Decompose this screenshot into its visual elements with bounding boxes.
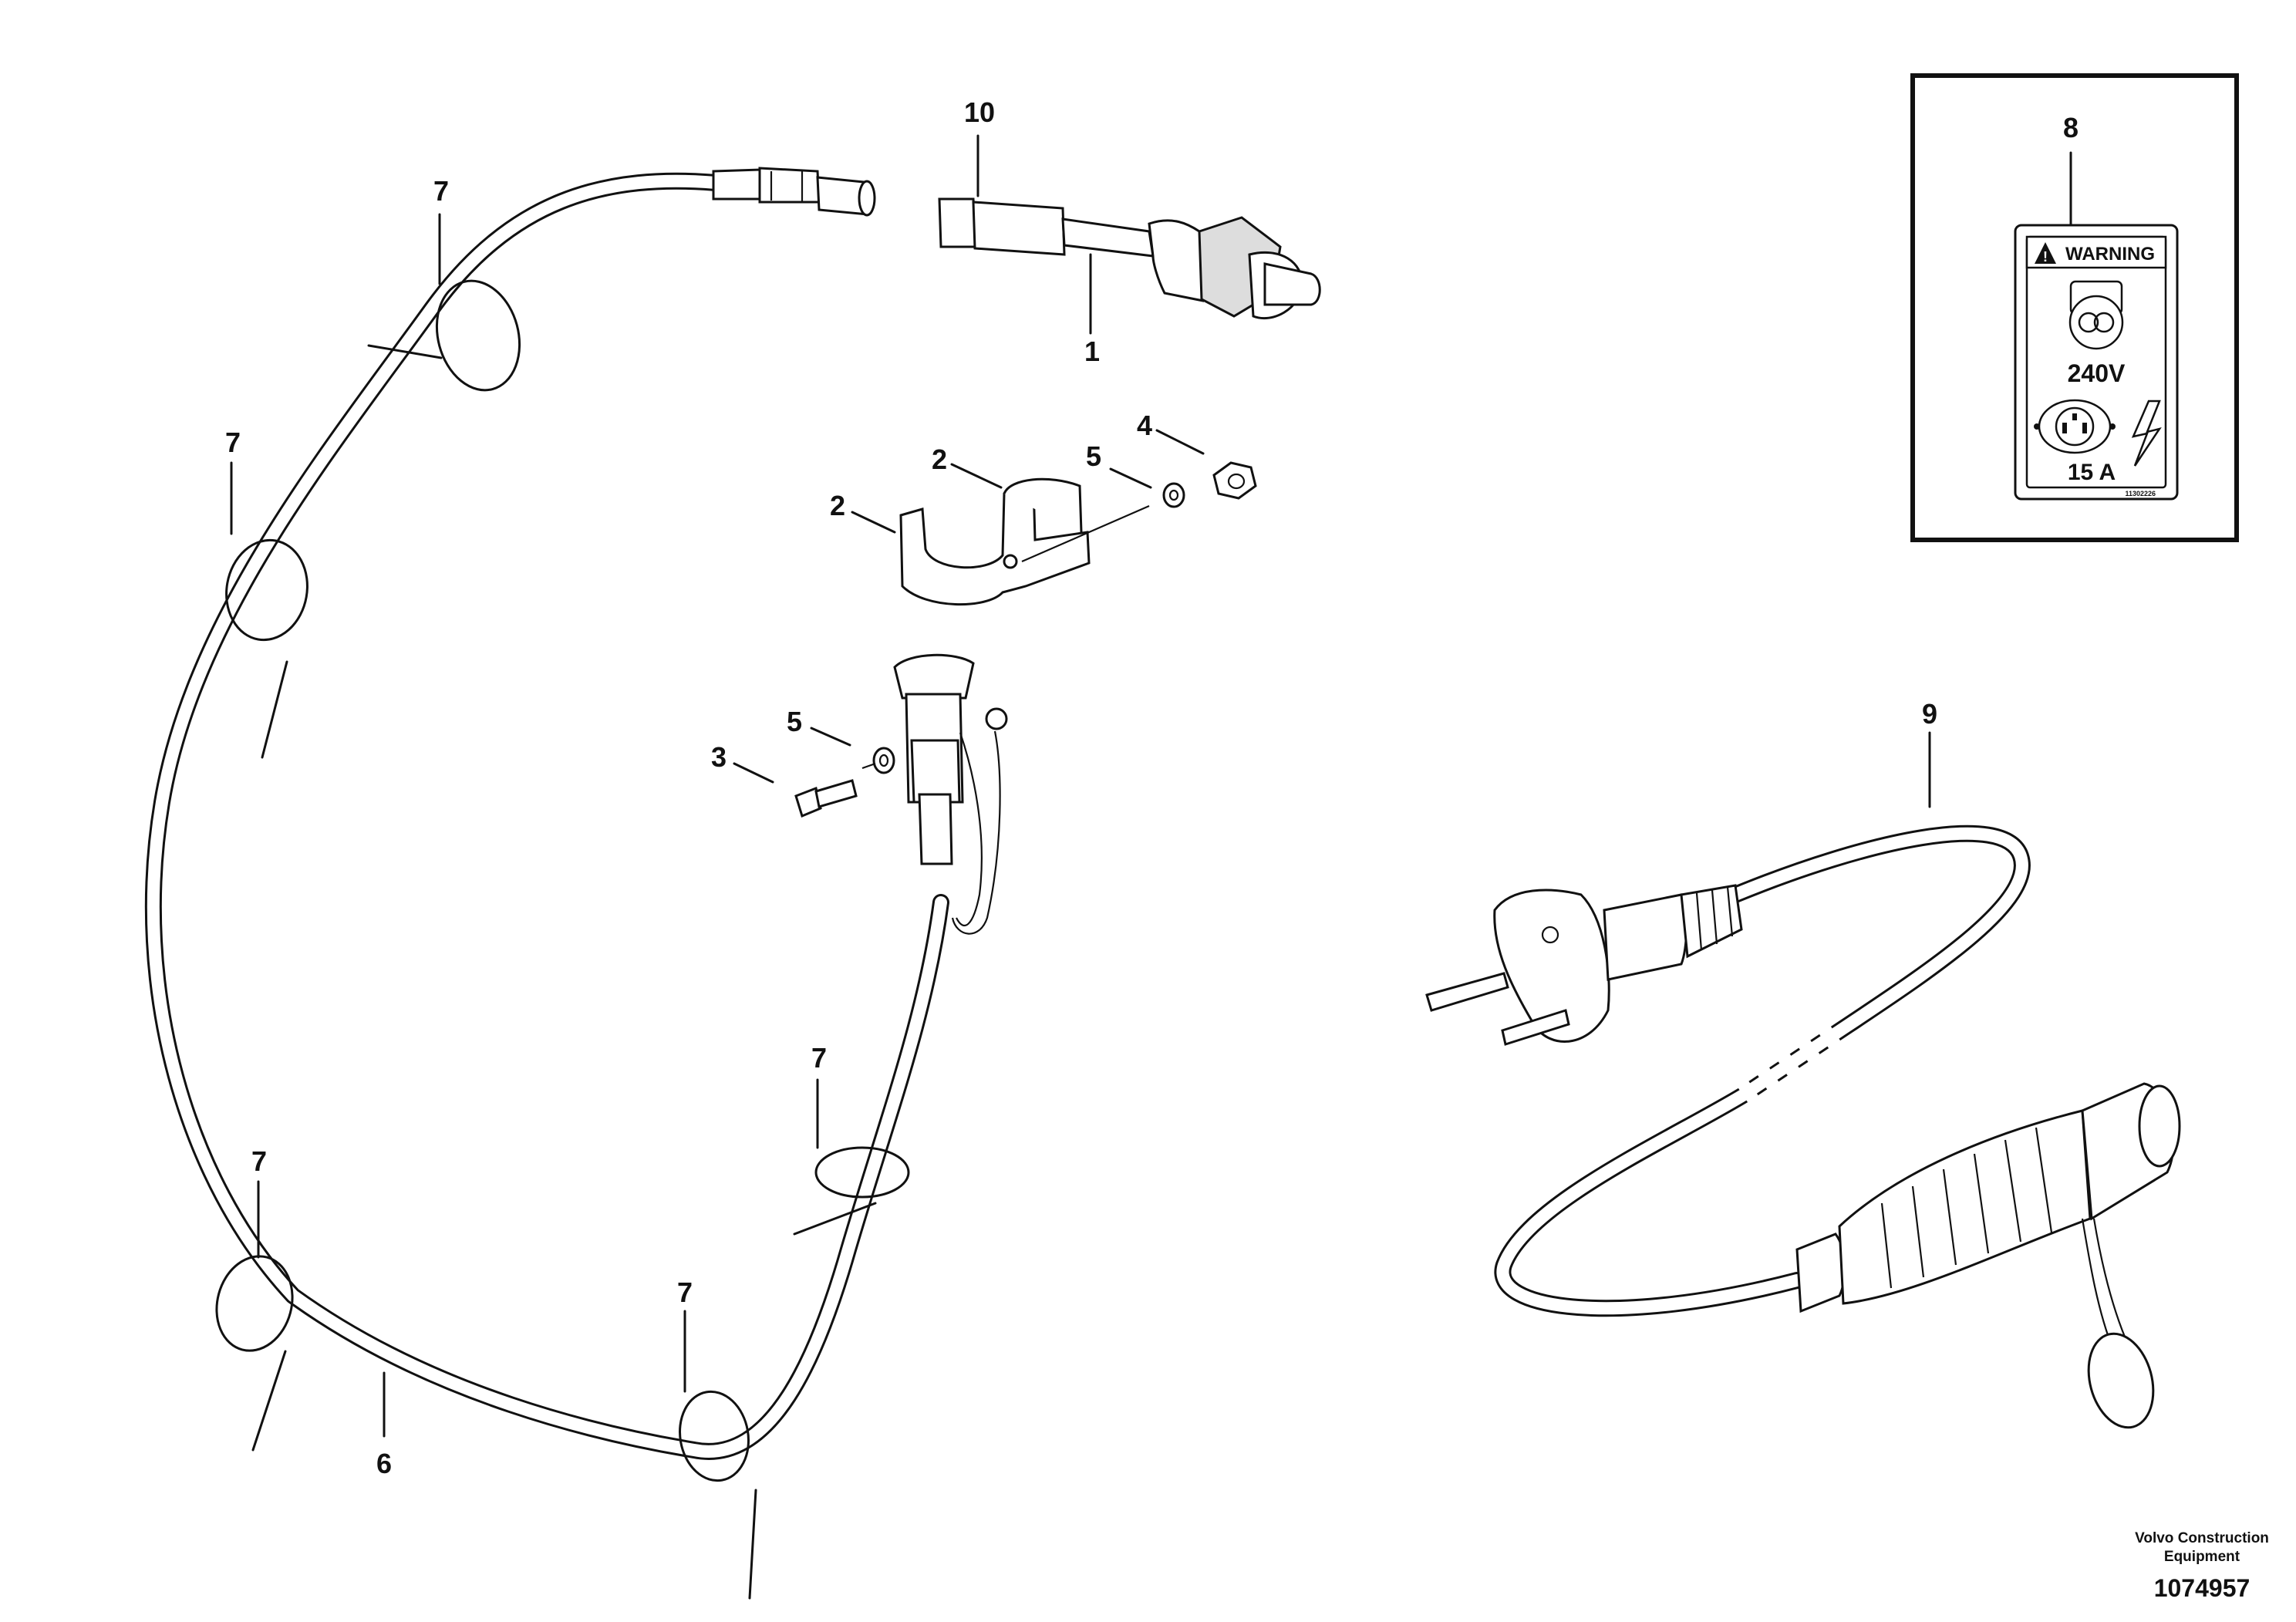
- nut-4: [1212, 461, 1257, 500]
- warning-decal-8: ! WARNING 240V 15 A 11302226: [2014, 224, 2179, 501]
- cord-connector-with-cap: [1795, 1082, 2181, 1429]
- svg-text:!: !: [2043, 249, 2048, 265]
- bolt-3: [794, 779, 858, 818]
- power-cord-9: [1494, 824, 2031, 1317]
- washer-5-upper: [1162, 482, 1185, 508]
- callout-2-upper: 2: [932, 443, 947, 475]
- decal-part-code: 11302226: [2125, 490, 2156, 497]
- manufacturer-line-1: Volvo Construction: [2135, 1530, 2269, 1546]
- cable-6: [144, 172, 949, 1460]
- bracket-2: [899, 477, 1091, 606]
- cable-tie-7-b: [225, 538, 308, 759]
- heater-coil-icon: [2068, 280, 2124, 350]
- callout-2-lower: 2: [830, 490, 845, 521]
- socket-outlet-assembly: [893, 653, 1008, 935]
- socket-outlet-icon: [2034, 399, 2116, 454]
- warning-triangle-icon: !: [2035, 242, 2056, 265]
- callout-6: 6: [376, 1448, 392, 1479]
- callout-8: 8: [2063, 112, 2079, 143]
- decal-current: 15 A: [2068, 460, 2116, 485]
- decal-warning-text: WARNING: [2065, 244, 2155, 265]
- callout-5-lower: 5: [787, 706, 802, 737]
- callout-7-top: 7: [433, 175, 449, 207]
- callout-9: 9: [1922, 698, 1937, 730]
- cable-tie-7-a: [367, 279, 521, 392]
- callout-7-bottom-left: 7: [251, 1145, 267, 1177]
- callout-3: 3: [711, 741, 727, 773]
- callout-7-middle: 7: [811, 1042, 827, 1074]
- decal-voltage: 240V: [2068, 359, 2126, 387]
- manufacturer-line-2: Equipment: [2164, 1549, 2240, 1565]
- cable-tie-7-c: [793, 1146, 910, 1236]
- callout-1: 1: [1084, 336, 1100, 367]
- cable-tie-7-d: [215, 1255, 294, 1452]
- callout-5-upper: 5: [1086, 440, 1101, 472]
- lightning-bolt-icon: [2131, 400, 2162, 467]
- leader-lines: [230, 134, 1931, 1438]
- callout-7-bottom: 7: [677, 1276, 693, 1308]
- document-number: 1074957: [2154, 1574, 2250, 1602]
- callout-7-left: 7: [225, 427, 241, 458]
- heater-element-1: [938, 197, 1321, 320]
- washer-5-lower: [872, 747, 895, 774]
- mains-plug: [1425, 884, 1743, 1046]
- cable-tie-7-e: [679, 1390, 757, 1600]
- callout-10: 10: [964, 96, 995, 128]
- cable-6-connector: [712, 167, 876, 217]
- callout-4: 4: [1137, 410, 1152, 441]
